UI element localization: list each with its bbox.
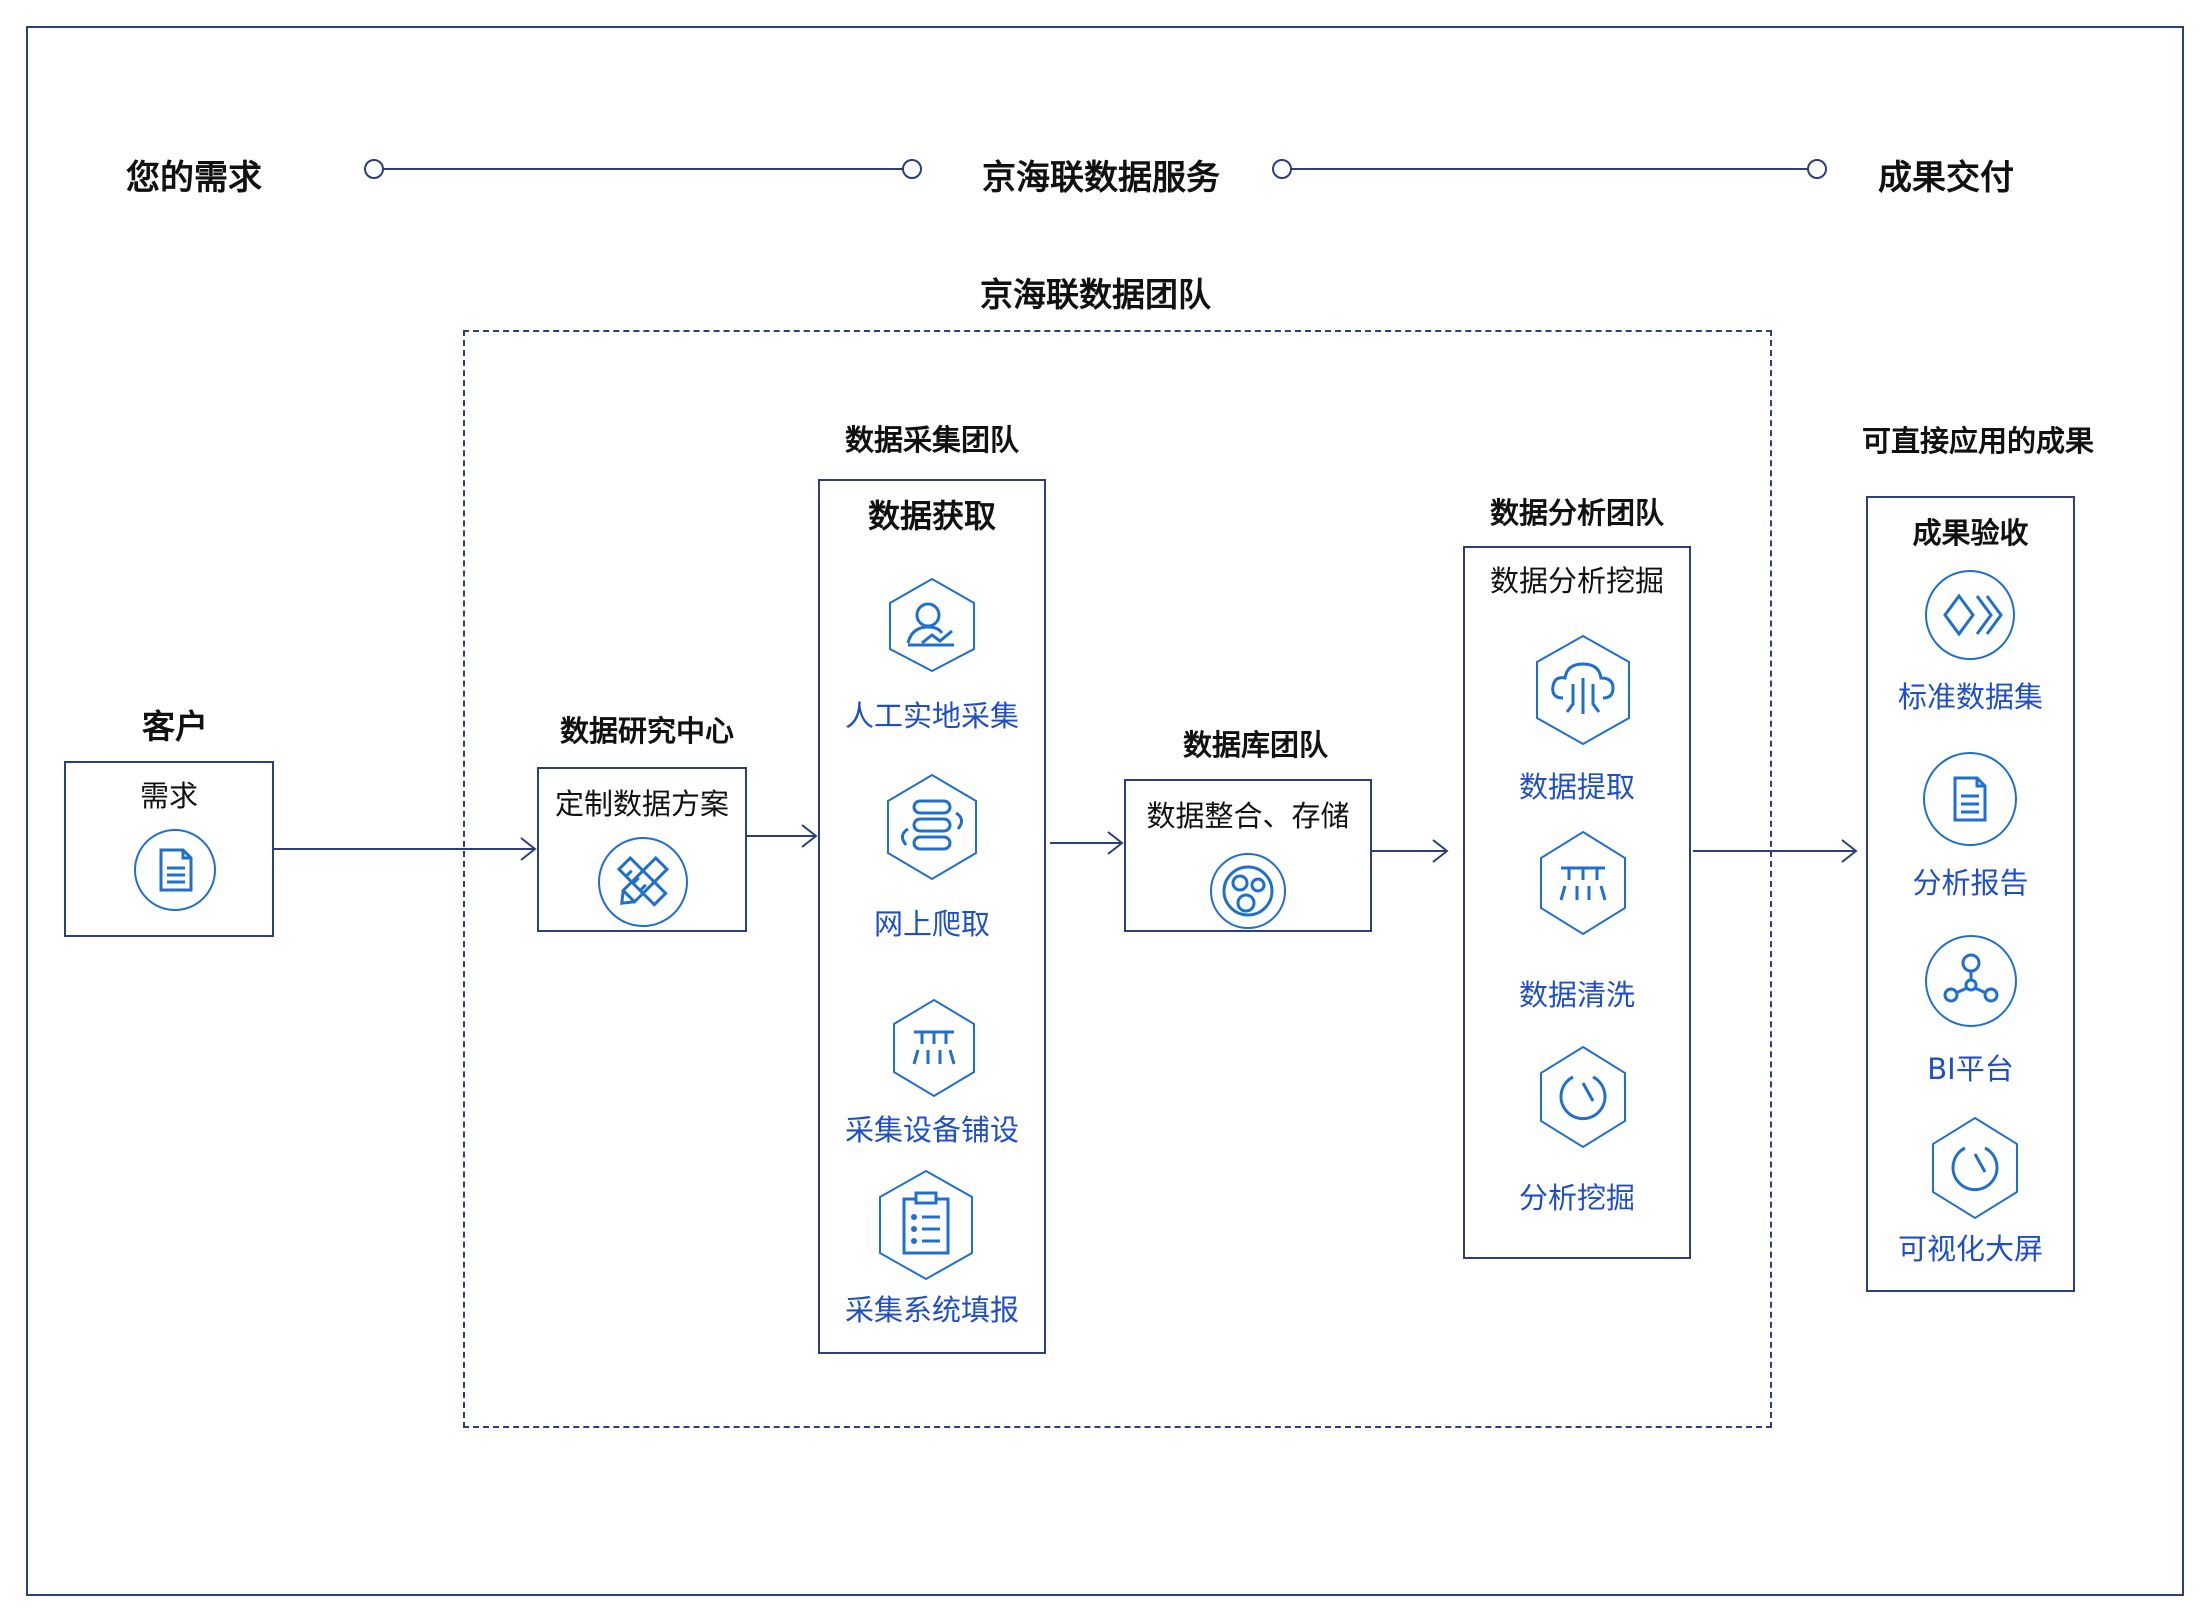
- collection-item-label: 网上爬取: [873, 907, 990, 941]
- shower-icon: [1540, 830, 1626, 936]
- results-item-label: 标准数据集: [1897, 680, 2043, 714]
- results-item-label: 分析报告: [1912, 866, 2029, 900]
- network-icon: [1925, 935, 2017, 1027]
- shower-icon: [893, 998, 975, 1098]
- step-needs: 您的需求: [126, 158, 262, 198]
- customer-box-label: 需求: [139, 779, 198, 813]
- report-icon: [1923, 752, 2017, 846]
- collection-item-label: 采集系统填报: [844, 1293, 1019, 1327]
- timer-icon: [1540, 1045, 1626, 1149]
- database-sync-icon: [887, 773, 977, 881]
- analysis-item-label: 分析挖掘: [1518, 1181, 1635, 1215]
- research-box: 定制数据方案: [537, 767, 747, 932]
- team-title: 京海联数据团队: [980, 275, 1211, 314]
- customer-box: 需求: [64, 761, 274, 937]
- database-box: 数据整合、存储: [1124, 779, 1372, 932]
- clipboard-icon: [879, 1169, 973, 1281]
- results-title: 可直接应用的成果: [1862, 424, 2095, 458]
- research-title: 数据研究中心: [560, 714, 735, 748]
- customer-title: 客户: [142, 707, 208, 746]
- results-box: 成果验收 标准数据集 分析报告 BI平台 可视化大屏: [1866, 496, 2075, 1292]
- analysis-item-label: 数据提取: [1518, 770, 1635, 804]
- database-box-label: 数据整合、存储: [1146, 799, 1350, 833]
- analysis-item-label: 数据清洗: [1518, 978, 1635, 1012]
- cluster-icon: [1210, 853, 1286, 929]
- pencil-ruler-icon: [598, 837, 688, 927]
- step-delivery: 成果交付: [1878, 158, 2014, 198]
- results-item-label: 可视化大屏: [1897, 1232, 2043, 1266]
- collection-item-label: 人工实地采集: [844, 699, 1019, 733]
- outer-frame: [26, 26, 2184, 1596]
- analysis-box-label: 数据分析挖掘: [1489, 564, 1664, 598]
- results-item-label: BI平台: [1927, 1052, 2014, 1086]
- person-chart-icon: [889, 577, 975, 673]
- research-box-label: 定制数据方案: [554, 787, 729, 821]
- results-box-label: 成果验收: [1912, 516, 2029, 550]
- analysis-title: 数据分析团队: [1490, 496, 1665, 530]
- chevrons-icon: [1925, 570, 2015, 660]
- collection-box-label: 数据获取: [867, 497, 996, 535]
- team-container: [463, 330, 1772, 1428]
- document-icon: [134, 829, 216, 911]
- timer-icon: [1932, 1116, 2018, 1220]
- database-title: 数据库团队: [1183, 728, 1329, 762]
- collection-box: 数据获取 人工实地采集 网上爬取 采集设备铺设: [818, 479, 1046, 1354]
- collection-item-label: 采集设备铺设: [844, 1113, 1019, 1147]
- cloud-icon: [1536, 634, 1630, 746]
- analysis-box: 数据分析挖掘 数据提取 数据清洗 分析挖掘: [1463, 546, 1691, 1259]
- step-service: 京海联数据服务: [982, 158, 1220, 198]
- collection-title: 数据采集团队: [845, 423, 1020, 457]
